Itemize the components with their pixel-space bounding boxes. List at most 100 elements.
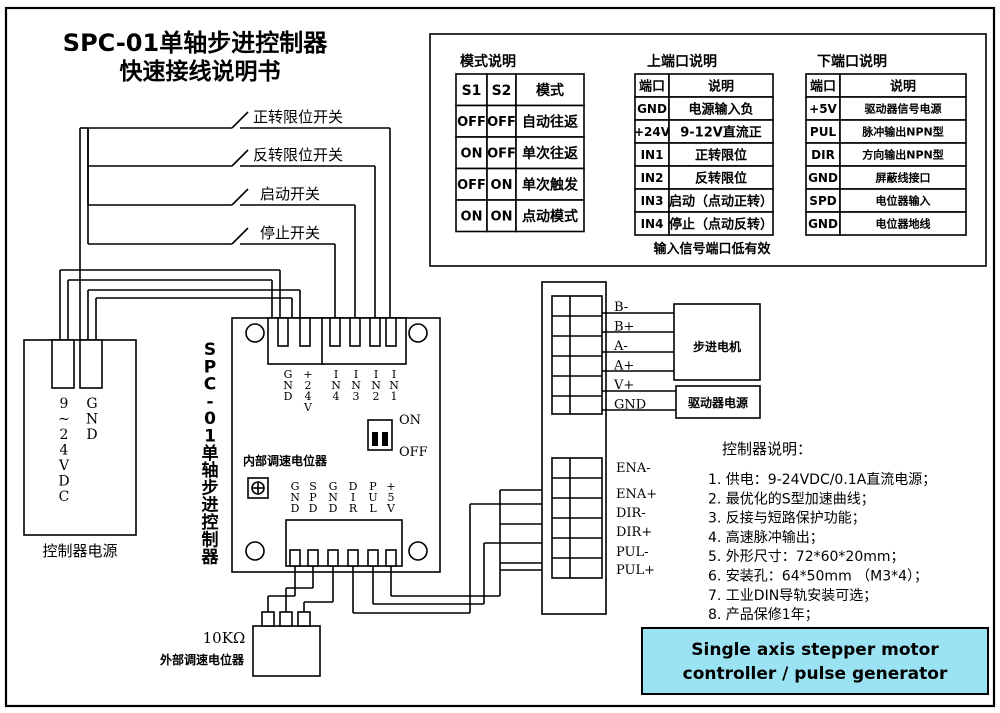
internal-pot-label: 内部调速电位器 xyxy=(243,453,328,468)
top-pin-label: + xyxy=(303,368,312,381)
driver-lower-pin: PUL- xyxy=(616,545,649,560)
controller-note-item: 3. 反接与短路保护功能； xyxy=(708,510,866,527)
board-label-char: 控 xyxy=(202,512,219,533)
power-voltage-char: 2 xyxy=(60,427,69,443)
board-label-char: 器 xyxy=(201,548,220,568)
mode-table-text: S2 xyxy=(492,83,512,99)
top-pin-label: N xyxy=(371,379,381,392)
upper-port-table-text: IN4 xyxy=(641,217,664,231)
mode-table-text: 单次触发 xyxy=(522,176,579,193)
top-pin-label: 4 xyxy=(333,390,340,403)
lower-port-table-text: 端口 xyxy=(810,78,836,94)
banner-line1: Single axis stepper motor xyxy=(691,640,939,660)
lower-port-table-text: GND xyxy=(808,217,838,231)
power-gnd-char: N xyxy=(86,412,98,428)
top-pin-label: 2 xyxy=(305,379,312,392)
top-pin-label: I xyxy=(374,368,378,381)
controller-note-item: 1. 供电：9-24VDC/0.1A直流电源； xyxy=(708,471,936,488)
upper-port-table-text: 电源输入负 xyxy=(688,101,753,117)
mounting-hole-icon xyxy=(408,323,428,343)
power-voltage-char: ~ xyxy=(58,412,70,428)
bottom-pin-label: P xyxy=(369,480,377,493)
banner-line2: controller / pulse generator xyxy=(683,664,948,684)
top-pin-label: 3 xyxy=(353,390,360,403)
lower-port-table-text: 说明 xyxy=(890,78,916,94)
start-switch-label: 启动开关 xyxy=(260,185,320,203)
bottom-pin-label: P xyxy=(309,491,317,504)
board-label-char: P xyxy=(204,357,216,377)
controller-note-item: 7. 工业DIN导轨安装可选； xyxy=(708,588,877,604)
upper-port-table-text: +24V xyxy=(634,125,671,139)
top-pin-label: G xyxy=(284,368,293,381)
mode-table-text: ON xyxy=(491,210,513,225)
top-pin-label: V xyxy=(303,401,313,414)
board-label-char: 0 xyxy=(204,409,216,429)
driver-upper-pin: GND xyxy=(614,398,646,413)
power-voltage-char: 9 xyxy=(60,396,69,412)
upper-port-table-text: GND xyxy=(637,102,667,116)
external-pot-value: 10KΩ xyxy=(203,629,246,647)
driver-power-label: 驱动器电源 xyxy=(688,395,748,410)
upper-port-table-text: 停止（点动反转） xyxy=(669,216,773,232)
upper-port-table-text: 启动（点动正转） xyxy=(669,193,773,209)
board-label-char: 单 xyxy=(202,443,219,464)
outer-frame xyxy=(4,6,996,708)
motor-wires xyxy=(602,312,676,411)
controller-note-item: 6. 安装孔：64*50mm （M3*4）； xyxy=(708,569,928,585)
bottom-pin-label: V xyxy=(386,502,396,515)
lower-port-table-text: PUL xyxy=(810,125,837,139)
external-pot-wires xyxy=(267,566,334,612)
power-voltage-char: D xyxy=(58,474,69,490)
controller-note-item: 5. 外形尺寸：72*60*20mm； xyxy=(708,549,905,565)
mode-table-cell xyxy=(486,73,517,107)
power-voltage-pin-label: 9~24VDC xyxy=(58,396,70,505)
top-pin-label: N xyxy=(331,379,341,392)
mode-table-cell xyxy=(515,199,585,233)
board-label-char: 制 xyxy=(202,529,219,550)
bottom-terminal-block xyxy=(285,519,403,567)
upper-port-table-text: IN1 xyxy=(641,148,664,162)
dip-on-label: ON xyxy=(399,413,421,428)
driver-lower-pin: DIR+ xyxy=(616,525,652,540)
dip-switch-icon xyxy=(367,419,393,451)
upper-port-note: 输入信号端口低有效 xyxy=(653,241,771,257)
upper-port-table-text: 反转限位 xyxy=(695,170,747,186)
mode-table-title: 模式说明 xyxy=(460,53,516,70)
top-pin-label: D xyxy=(284,390,293,403)
top-terminal-block xyxy=(267,317,407,365)
bottom-pin-label: L xyxy=(369,502,377,515)
upper-port-table-text: IN2 xyxy=(641,171,664,185)
driver-lower-pin: ENA- xyxy=(616,461,651,476)
controller-notes-title: 控制器说明： xyxy=(722,440,812,458)
driver-lower-pin: ENA+ xyxy=(616,487,657,502)
upper-port-table-text: 端口 xyxy=(639,78,665,94)
board-label-char: 步 xyxy=(202,477,219,498)
mode-table-text: OFF xyxy=(487,147,516,162)
board-label-char: C xyxy=(204,375,216,395)
external-pot-icon xyxy=(252,611,321,677)
board-label-char: 进 xyxy=(202,496,219,516)
lower-port-table-text: 电位器输入 xyxy=(876,194,931,208)
lower-port-table-text: 电位器地线 xyxy=(876,217,931,231)
mode-table-text: ON xyxy=(461,147,483,162)
upper-port-table-cell xyxy=(668,211,774,236)
controller-note-item: 8. 产品保修1年； xyxy=(708,607,819,623)
lower-port-table-text: 脉冲输出NPN型 xyxy=(861,125,943,139)
board-label-char: - xyxy=(206,392,213,412)
mode-table-text: 自动往返 xyxy=(522,113,578,130)
bottom-pin-label: 5 xyxy=(388,491,395,504)
stop-switch-label: 停止开关 xyxy=(260,224,320,242)
title-line1: SPC-01单轴步进控制器 xyxy=(63,29,328,57)
bottom-pin-label: R xyxy=(349,502,358,515)
board-label-char: 轴 xyxy=(202,460,219,481)
power-voltage-char: 4 xyxy=(60,443,69,459)
lower-port-table-text: SPD xyxy=(809,194,836,208)
power-supply-label: 控制器电源 xyxy=(42,542,117,560)
top-pin-label: 1 xyxy=(391,390,398,403)
dip-off-label: OFF xyxy=(399,445,428,460)
